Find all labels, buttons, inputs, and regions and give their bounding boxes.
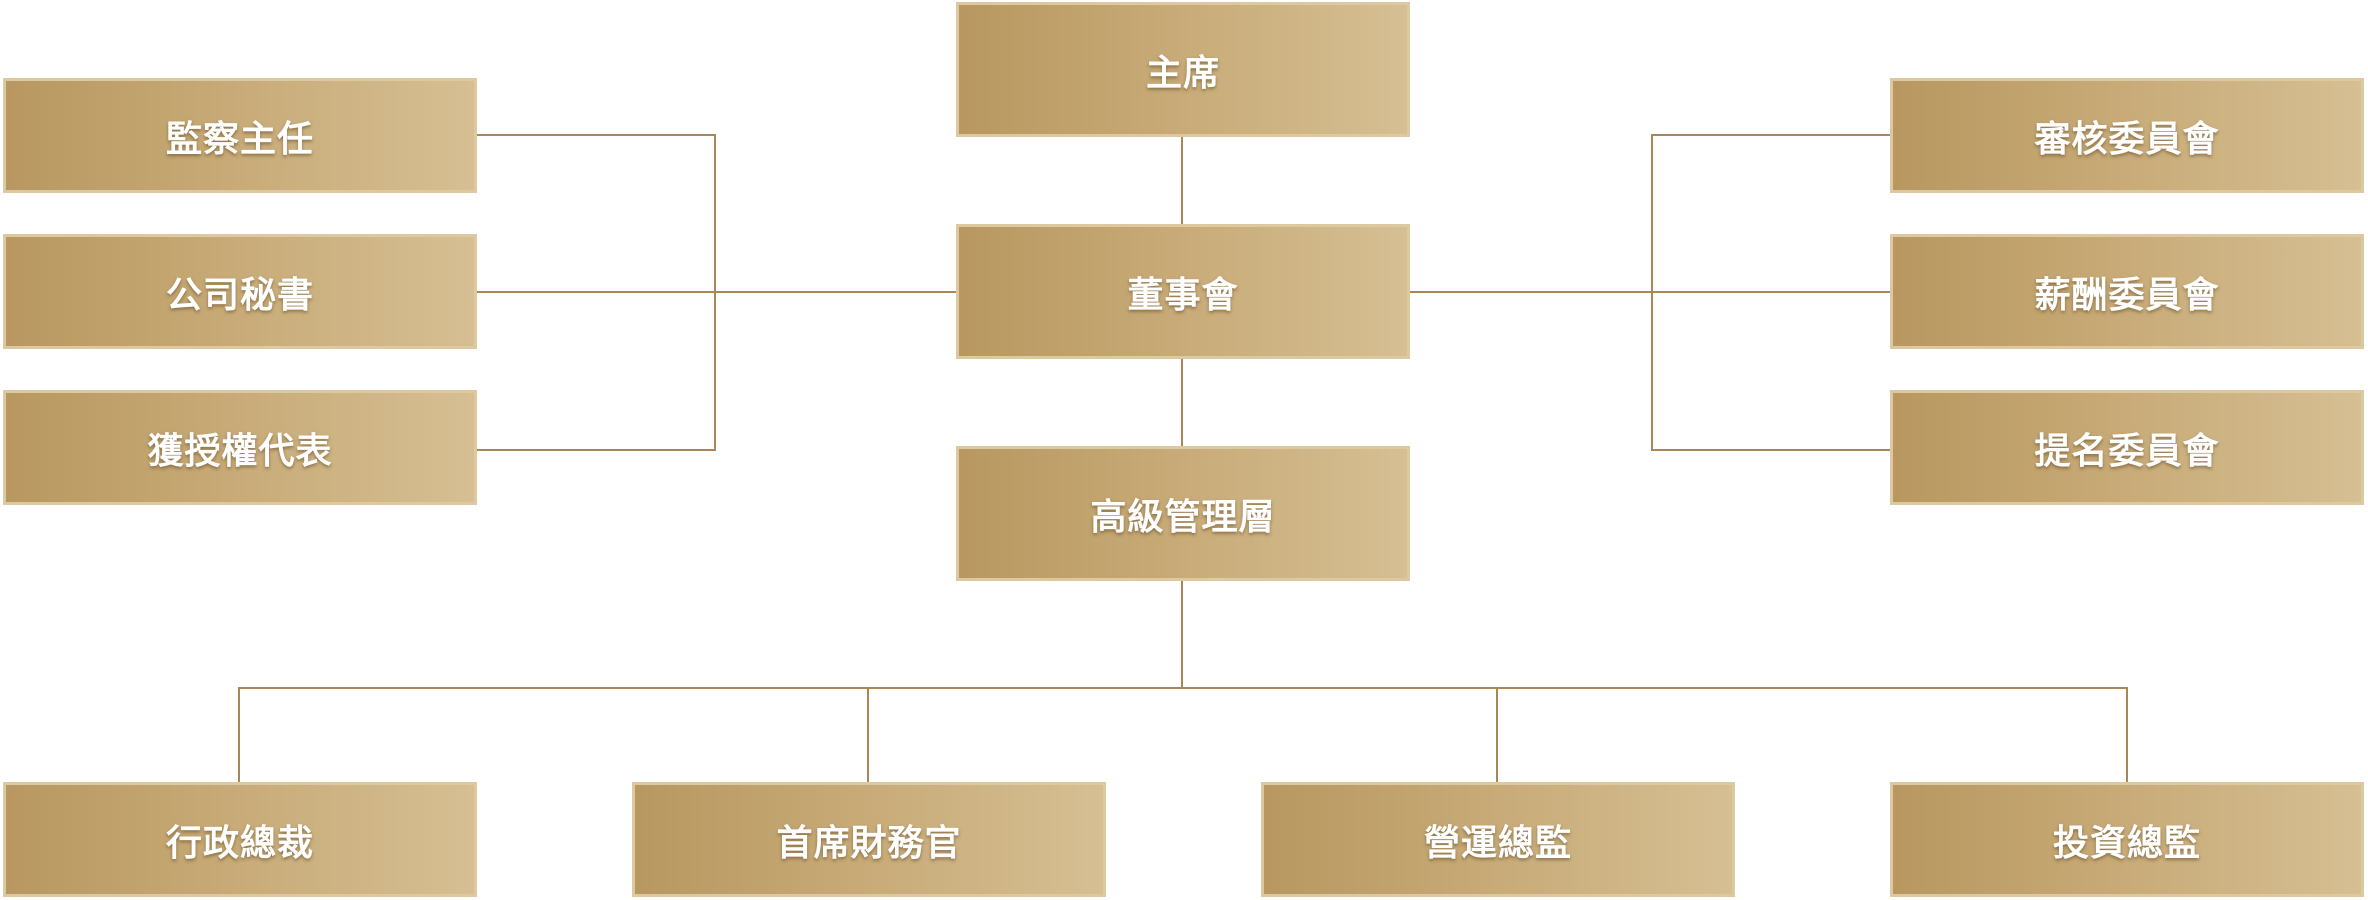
connector-board-right: [1409, 291, 1653, 293]
node-senior-management: 高級管理層: [956, 446, 1410, 581]
node-ceo: 行政總裁: [3, 782, 477, 897]
node-audit-committee: 審核委員會: [1890, 78, 2364, 193]
node-label: 監察主任: [165, 118, 314, 160]
node-label: 公司秘書: [165, 274, 314, 316]
connector-company-secretary: [475, 291, 716, 293]
node-cio: 投資總監: [1890, 782, 2364, 897]
node-label: 營運總監: [1423, 822, 1572, 864]
node-label: 提名委員會: [2034, 430, 2220, 472]
connector-nomination-committee: [1651, 449, 1892, 451]
node-label: 薪酬委員會: [2034, 274, 2220, 316]
connector-management-down: [1181, 579, 1183, 689]
connector-audit-committee: [1651, 134, 1892, 136]
node-label: 投資總監: [2052, 822, 2201, 864]
node-company-secretary: 公司秘書: [3, 234, 477, 349]
connector-chairman-board: [1181, 135, 1183, 225]
node-label: 董事會: [1127, 274, 1239, 316]
node-label: 獲授權代表: [147, 430, 333, 472]
node-label: 高級管理層: [1090, 496, 1276, 538]
node-coo: 營運總監: [1261, 782, 1735, 897]
node-label: 行政總裁: [165, 822, 314, 864]
node-cfo: 首席財務官: [632, 782, 1106, 897]
node-remuneration-committee: 薪酬委員會: [1890, 234, 2364, 349]
node-label: 主席: [1145, 52, 1220, 94]
connector-authorized-representative: [475, 449, 716, 451]
node-supervisor: 監察主任: [3, 78, 477, 193]
connector-ceo: [238, 687, 240, 784]
connector-bottom-bus: [238, 687, 2128, 689]
node-label: 首席財務官: [776, 822, 962, 864]
node-chairman: 主席: [956, 2, 1410, 137]
node-authorized-representative: 獲授權代表: [3, 390, 477, 505]
node-nomination-committee: 提名委員會: [1890, 390, 2364, 505]
node-board: 董事會: [956, 224, 1410, 359]
connector-cio: [2126, 687, 2128, 784]
connector-cfo: [867, 687, 869, 784]
connector-coo: [1496, 687, 1498, 784]
connector-board-left: [714, 291, 958, 293]
connector-board-management: [1181, 356, 1183, 448]
connector-supervisor: [475, 134, 716, 136]
node-label: 審核委員會: [2034, 118, 2220, 160]
connector-remuneration-committee: [1651, 291, 1892, 293]
